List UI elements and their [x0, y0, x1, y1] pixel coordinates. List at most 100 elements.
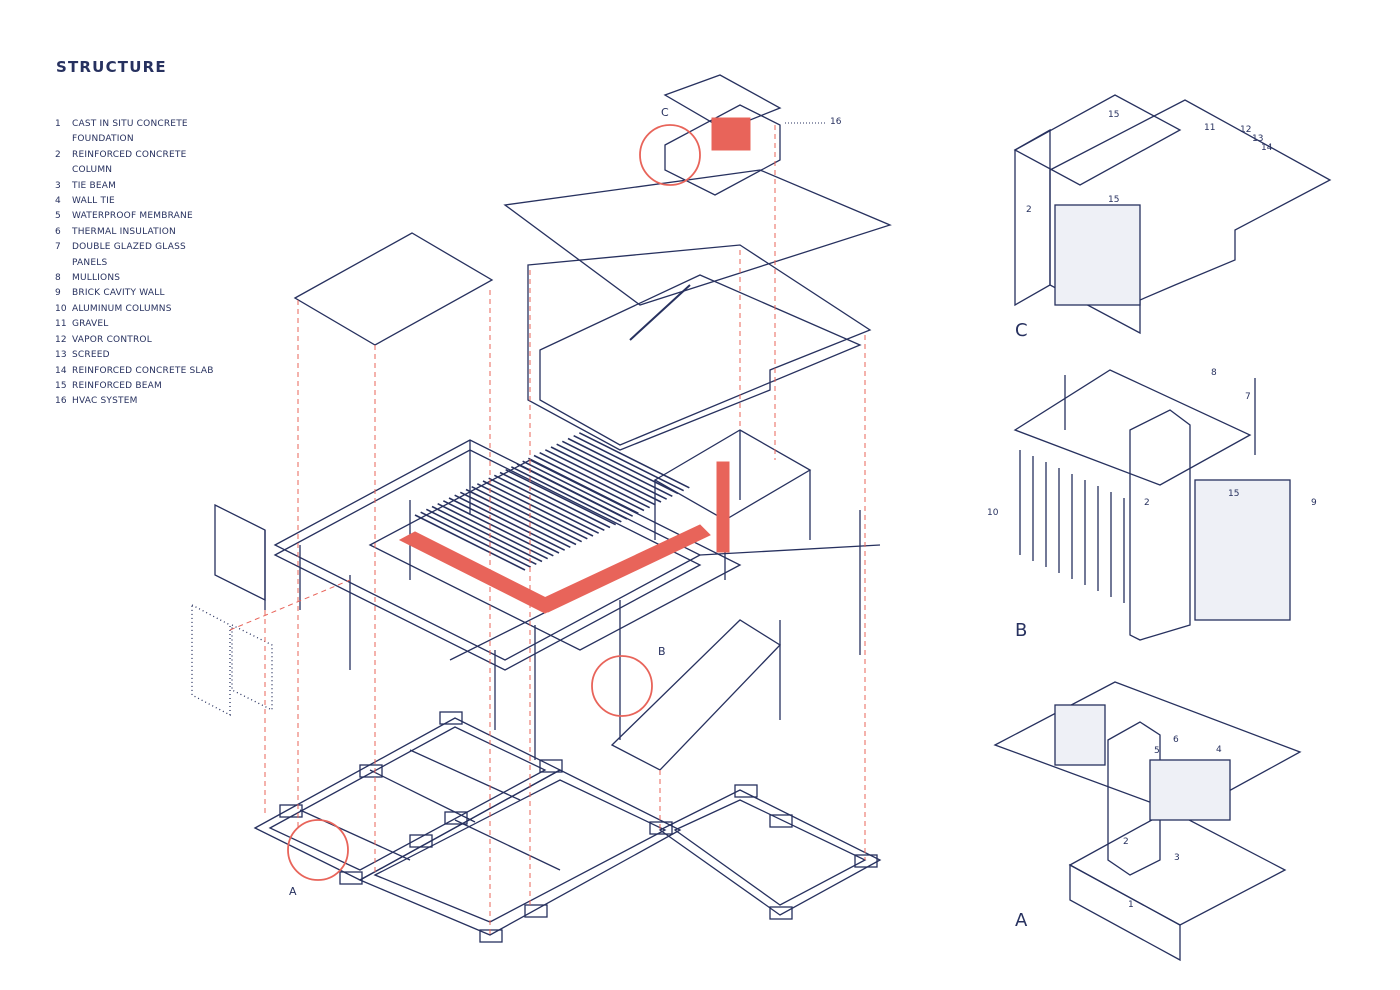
legend-number: 1: [55, 119, 61, 129]
legend-number: 12: [55, 334, 67, 345]
legend-item: 3 TIE BEAM: [55, 179, 222, 194]
grating-bar: [420, 511, 532, 568]
detail-label: 15: [1108, 110, 1120, 120]
legend-number: 15: [55, 380, 67, 391]
legend-item: 1 CAST IN SITU CONCRETE FOUNDATION: [55, 117, 222, 148]
grating-bar: [578, 432, 690, 489]
roof-slab-left: [293, 232, 494, 346]
legend-item: 8 MULLIONS: [55, 271, 222, 286]
red-column: [716, 461, 730, 553]
grating-bar: [471, 485, 583, 543]
legend-text: ALUMINUM COLUMNS: [72, 303, 172, 314]
grating-bar: [527, 457, 639, 515]
legend-text: WATERPROOF MEMBRANE: [72, 211, 193, 222]
grating-bar: [425, 508, 537, 566]
label-hvac: 16: [830, 117, 842, 127]
legend-number: 10: [55, 303, 67, 314]
detail-label: 8: [1211, 368, 1217, 378]
legend-number: 13: [55, 350, 67, 361]
grating-bar: [431, 505, 543, 563]
detail-label: 6: [1173, 735, 1179, 745]
grating-bar: [488, 477, 600, 534]
legend-item: 5 WATERPROOF MEMBRANE: [55, 209, 222, 224]
legend-item: 6 THERMAL INSULATION: [55, 225, 222, 240]
detail-label: 4: [1216, 745, 1222, 755]
grating-bar: [522, 460, 634, 517]
legend-text: WALL TIE: [72, 196, 115, 207]
detail-label: 12: [1240, 125, 1252, 135]
legend-number: 16: [55, 396, 67, 407]
legend-text: SCREED: [72, 350, 110, 361]
detail-c-drawing: [1013, 94, 1332, 335]
hvac-unit: [711, 117, 751, 151]
legend-number: 14: [55, 365, 67, 376]
legend-text: VAPOR CONTROL: [72, 334, 152, 345]
grating-bar: [567, 437, 679, 495]
grating-bar: [505, 468, 617, 526]
grating-bar: [442, 500, 554, 557]
grating-bar: [493, 474, 605, 532]
detail-a-drawing: [993, 681, 1302, 962]
legend-number: 6: [55, 226, 61, 237]
legend-text: REINFORCED CONCRETE SLAB: [72, 365, 214, 376]
legend-number: 8: [55, 273, 61, 284]
grating-bar: [561, 440, 673, 498]
legend-number: 11: [55, 319, 67, 330]
legend-item: 7 DOUBLE GLAZED GLASS PANELS: [55, 240, 222, 271]
wall-panel: [214, 503, 266, 602]
grating-bar: [499, 471, 611, 529]
legend-text: MULLIONS: [72, 273, 121, 284]
detail-label: 1: [1128, 900, 1134, 910]
grating-bar: [482, 480, 594, 537]
legend-item: 11 GRAVEL: [55, 317, 222, 332]
legend-item: 9 BRICK CAVITY WALL: [55, 286, 222, 301]
detail-label: 10: [987, 508, 999, 518]
legend-text: TIE BEAM: [72, 180, 117, 191]
upper-floor-slab: [527, 244, 872, 451]
legend-item: 4 WALL TIE: [55, 194, 222, 209]
legend-number: 9: [55, 288, 61, 299]
legend-number: 7: [55, 242, 61, 253]
rooftop-room: [664, 104, 781, 196]
legend-number: 2: [55, 149, 61, 160]
detail-label: 13: [1252, 134, 1264, 144]
legend-item: 12 VAPOR CONTROL: [55, 333, 222, 348]
detail-label: 11: [1204, 123, 1216, 133]
detail-label: 15: [1108, 195, 1120, 205]
legend-number: 3: [55, 180, 61, 191]
stair: [610, 619, 782, 771]
foundation-grid: [253, 711, 882, 943]
legend-item: 14 REINFORCED CONCRETE SLAB: [55, 364, 222, 379]
legend-text: BRICK CAVITY WALL: [72, 288, 165, 299]
callout-circle-a: [287, 819, 349, 881]
page-title: STRUCTURE: [56, 58, 167, 76]
legend-text: DOUBLE GLAZED GLASS PANELS: [72, 242, 186, 268]
red-beam: [539, 524, 711, 613]
detail-b-drawing: [1013, 369, 1291, 641]
floor-grating: [414, 432, 690, 571]
grating-bar: [459, 491, 571, 549]
legend-text: GRAVEL: [72, 319, 109, 330]
detail-label: 5: [1154, 746, 1160, 756]
perforated-panel: [231, 623, 273, 712]
grating-bar: [550, 446, 662, 503]
legend-item: 10 ALUMINUM COLUMNS: [55, 302, 222, 317]
detail-label: 7: [1245, 392, 1251, 402]
grating-bar: [573, 434, 685, 492]
legend-text: THERMAL INSULATION: [72, 226, 176, 237]
grating-bar: [454, 494, 566, 551]
grating-bar: [544, 449, 656, 506]
detail-label: 14: [1261, 143, 1273, 153]
legend-item: 15 REINFORCED BEAM: [55, 379, 222, 394]
legend-text: REINFORCED BEAM: [72, 380, 162, 391]
legend-number: 4: [55, 196, 61, 207]
detail-c-letter: C: [1015, 320, 1028, 341]
detail-label: 2: [1026, 205, 1032, 215]
legend-text: CAST IN SITU CONCRETE FOUNDATION: [72, 119, 188, 145]
label-callout-b: B: [658, 645, 666, 658]
grating-bar: [437, 502, 549, 560]
legend-number: 5: [55, 211, 61, 222]
